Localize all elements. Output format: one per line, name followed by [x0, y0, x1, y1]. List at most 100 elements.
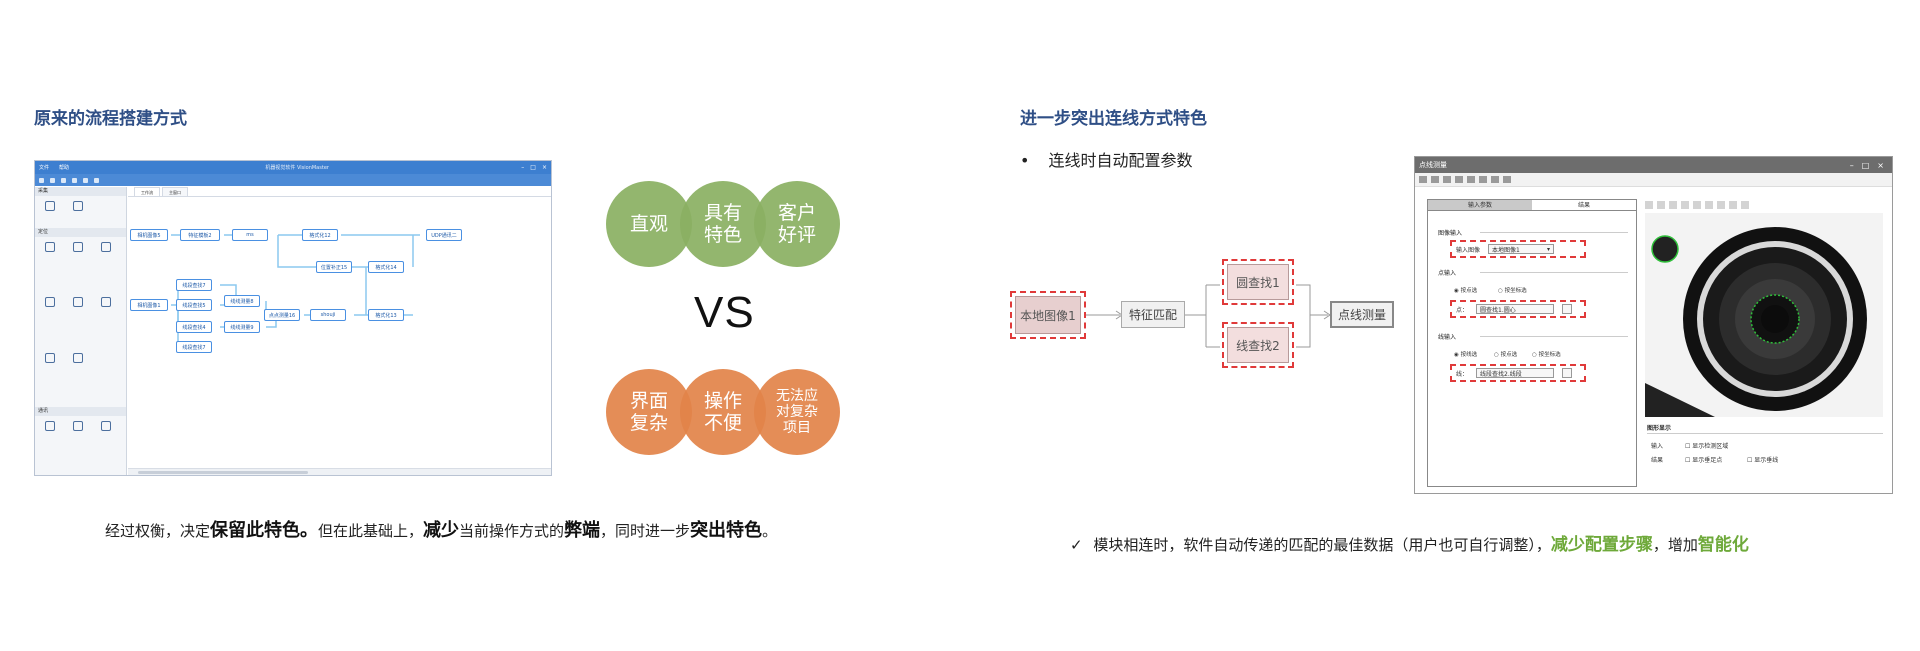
- divider: [1647, 433, 1883, 434]
- toolbar-open-icon[interactable]: [61, 177, 66, 183]
- flow-node[interactable]: 线线测量8: [224, 295, 260, 307]
- flow-point-line-measure[interactable]: 点线测量: [1330, 301, 1394, 328]
- tool-measure[interactable]: [67, 240, 89, 293]
- measurement-image[interactable]: [1645, 213, 1883, 417]
- display-input-label: 输入: [1651, 443, 1664, 450]
- flow-line-find[interactable]: 线查找2: [1222, 322, 1294, 368]
- flow-node[interactable]: 线段查找7: [176, 279, 212, 291]
- bar-chart-icon: [73, 352, 83, 363]
- minimize-icon[interactable]: –: [521, 164, 525, 171]
- flow-node[interactable]: 特征模板2: [180, 229, 220, 241]
- flow-node[interactable]: shouji: [310, 309, 346, 321]
- toolbar-save-icon[interactable]: [72, 177, 77, 183]
- tool-camera[interactable]: [39, 199, 61, 225]
- line-value-field[interactable]: 线段查找2.线段: [1476, 368, 1555, 378]
- point-value-field[interactable]: 圆查找1.圆心: [1476, 304, 1555, 314]
- toolbar-stop-icon[interactable]: [50, 177, 55, 183]
- tab-results[interactable]: 结果: [1577, 202, 1590, 209]
- tab-main-window[interactable]: 主窗口: [162, 187, 188, 196]
- save-image-icon[interactable]: [1717, 201, 1725, 209]
- settings-icon[interactable]: [1729, 201, 1737, 209]
- flow-node[interactable]: 格式化14: [368, 261, 404, 273]
- input-image-select[interactable]: 本地图像1▾: [1488, 244, 1555, 254]
- input-image-row: 输入图像 本地图像1▾: [1450, 240, 1586, 258]
- flow-node[interactable]: 线线测量9: [224, 321, 260, 333]
- tool-icon[interactable]: [1479, 176, 1487, 183]
- flow-local-image[interactable]: 本地图像1: [1010, 291, 1086, 339]
- menu-file[interactable]: 文件: [39, 165, 50, 171]
- maximize-icon[interactable]: □: [530, 164, 536, 171]
- checkbox-show-foot[interactable]: ☐ 显示垂足点: [1685, 457, 1723, 464]
- radio-by-line[interactable]: ◉ 按线选: [1454, 352, 1478, 358]
- tool-locate[interactable]: [39, 240, 61, 293]
- workflow-canvas[interactable]: 工作流 主窗口 相机图像5 特征模板2 ms 格式化12 UDP通讯二 位置补正…: [128, 187, 551, 475]
- grid-icon[interactable]: [1705, 201, 1713, 209]
- group-point-input: 点输入: [1438, 270, 1457, 277]
- right-section-title: 进一步突出连线方式特色: [1020, 109, 1207, 129]
- close-icon[interactable]: ×: [541, 164, 547, 171]
- flow-feature-match[interactable]: 特征匹配: [1121, 301, 1185, 328]
- tool-process[interactable]: [39, 295, 61, 348]
- network-icon: [45, 421, 55, 431]
- tool-tcp[interactable]: [39, 419, 61, 432]
- tool-io[interactable]: [67, 419, 89, 432]
- fit-icon[interactable]: [1669, 201, 1677, 209]
- left-caption: 经过权衡，决定保留此特色。但在此基础上，减少当前操作方式的弊端，同时进一步突出特…: [105, 520, 778, 541]
- radio-by-coord[interactable]: ○ 按坐标选: [1532, 352, 1561, 358]
- toolbar-settings-icon[interactable]: [83, 177, 88, 183]
- toolbar-help-icon[interactable]: [94, 177, 99, 183]
- flow-node[interactable]: 相机图像5: [130, 229, 168, 241]
- tool-calibrate[interactable]: [67, 295, 89, 348]
- roi-icon[interactable]: [1693, 201, 1701, 209]
- tool-serial[interactable]: [95, 419, 117, 432]
- tab-input-params[interactable]: 输入参数: [1428, 200, 1532, 210]
- tool-icon[interactable]: [1491, 176, 1499, 183]
- tool-recognize[interactable]: [95, 240, 117, 293]
- flow-node[interactable]: 格式化12: [302, 229, 338, 241]
- radio-by-point[interactable]: ◉ 按点选: [1454, 288, 1478, 294]
- pan-icon[interactable]: [1681, 201, 1689, 209]
- tool-icon[interactable]: [1503, 176, 1511, 183]
- flow-node[interactable]: 格式化13: [368, 309, 404, 321]
- radio-by-point[interactable]: ○ 按点选: [1494, 352, 1518, 358]
- display-result-label: 结果: [1651, 457, 1664, 464]
- process-icon: [45, 297, 55, 308]
- zoom-out-icon[interactable]: [1657, 201, 1665, 209]
- tool-data[interactable]: [67, 351, 89, 404]
- canvas-scrollbar[interactable]: [128, 468, 551, 475]
- checkbox-show-roi[interactable]: ☐ 显示检测区域: [1685, 443, 1729, 450]
- flow-node[interactable]: 相机图像1: [130, 299, 168, 311]
- crop-icon: [45, 242, 55, 252]
- checkbox-show-perp[interactable]: ☐ 显示垂线: [1747, 457, 1779, 464]
- flow-node[interactable]: UDP通讯二: [426, 229, 462, 241]
- close-icon[interactable]: ×: [1877, 160, 1884, 170]
- toolbar-run-icon[interactable]: [39, 177, 44, 183]
- point-picker-button[interactable]: [1562, 304, 1573, 314]
- dialog-toolbar: [1415, 173, 1892, 187]
- tool-image[interactable]: [67, 199, 89, 225]
- info-icon[interactable]: [1741, 201, 1749, 209]
- tool-logic[interactable]: [39, 351, 61, 404]
- tool-icon[interactable]: [1443, 176, 1451, 183]
- flow-node[interactable]: 位置补正15: [316, 261, 352, 273]
- flow-node[interactable]: ms: [232, 229, 268, 241]
- menu-help[interactable]: 帮助: [59, 165, 70, 171]
- flow-node[interactable]: 线段查找4: [176, 321, 212, 333]
- dialog-titlebar: 点线测量 – □ ×: [1415, 157, 1892, 173]
- line-picker-button[interactable]: [1562, 368, 1573, 378]
- flow-circle-find[interactable]: 圆查找1: [1222, 259, 1294, 305]
- tool-icon[interactable]: [1419, 176, 1427, 183]
- flow-node[interactable]: 点点测量16: [264, 309, 300, 321]
- tool-graphic[interactable]: [95, 295, 117, 348]
- tab-workflow[interactable]: 工作流: [134, 187, 160, 196]
- tool-icon[interactable]: [1431, 176, 1439, 183]
- tool-icon[interactable]: [1467, 176, 1475, 183]
- maximize-icon[interactable]: □: [1861, 160, 1870, 170]
- flow-node[interactable]: 线段查找5: [176, 299, 212, 311]
- flow-node[interactable]: 线段查找7: [176, 341, 212, 353]
- radio-by-coord[interactable]: ○ 按坐标选: [1498, 288, 1527, 294]
- chevron-down-icon: ▾: [1547, 245, 1551, 253]
- tool-icon[interactable]: [1455, 176, 1463, 183]
- zoom-in-icon[interactable]: [1645, 201, 1653, 209]
- minimize-icon[interactable]: –: [1849, 160, 1854, 170]
